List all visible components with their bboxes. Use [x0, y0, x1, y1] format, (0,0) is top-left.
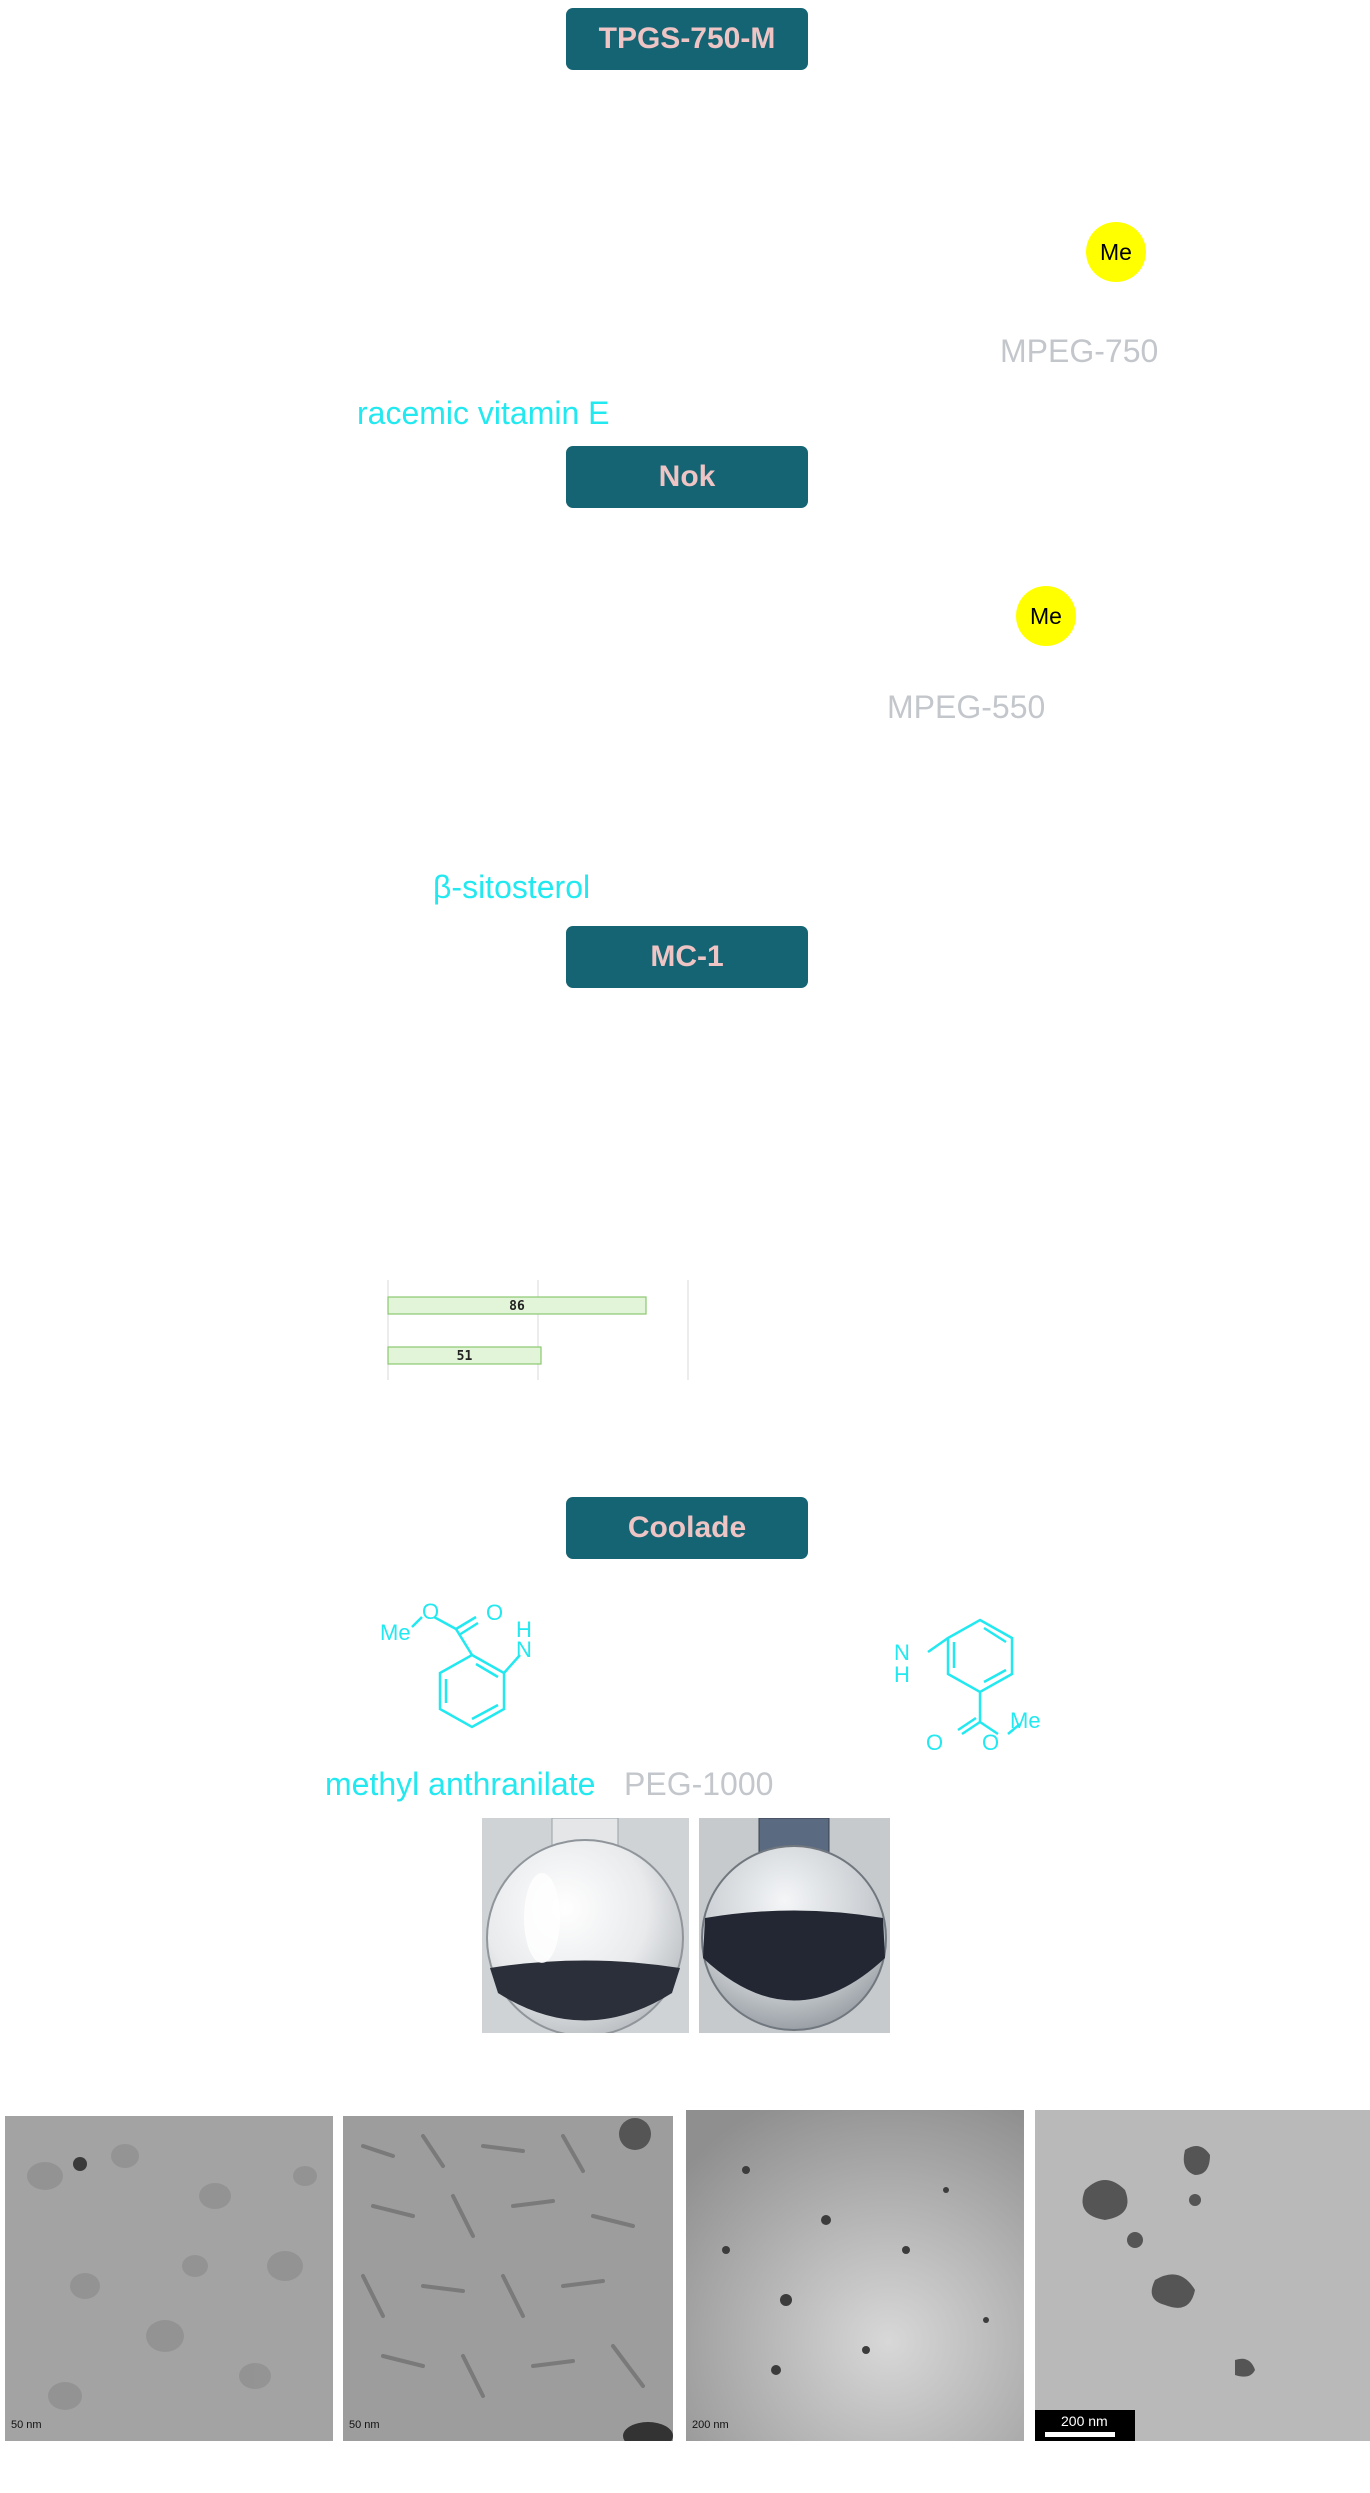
atom-me: Me	[380, 1620, 411, 1645]
atom-me: Me	[1010, 1708, 1041, 1733]
atom-h: H	[516, 1617, 532, 1642]
atom-o: O	[422, 1599, 439, 1624]
atom-n: N	[516, 1637, 532, 1662]
flask-illustration	[482, 1818, 689, 2033]
tem-image-3: 200 nm	[686, 2110, 1024, 2441]
tem-texture	[5, 2116, 333, 2441]
tem-texture	[686, 2110, 1024, 2441]
methyl-dot: Me	[1016, 586, 1076, 646]
atom-o: O	[486, 1600, 503, 1625]
banner-tpgs: TPGS-750-M	[566, 8, 808, 70]
chart-bar	[387, 1296, 647, 1315]
tem-image-2: 50 nm	[343, 2116, 673, 2441]
atom-h: H	[894, 1662, 910, 1687]
tem-texture	[1035, 2110, 1370, 2441]
scalebar-line	[1045, 2432, 1115, 2437]
mpeg550-label: MPEG-550	[887, 689, 1046, 725]
tem-scalebar-3: 200 nm	[692, 2419, 729, 2431]
banner-nok: Nok	[566, 446, 808, 508]
atom-n: N	[894, 1640, 910, 1665]
atom-o: O	[982, 1730, 999, 1755]
flask-photo-left	[482, 1818, 689, 2033]
flask-photo-right	[699, 1818, 890, 2033]
chart-bar	[387, 1346, 542, 1365]
mc1-bar-chart: 86 51	[387, 1280, 689, 1380]
tem-scalebar-2: 50 nm	[349, 2419, 380, 2431]
tem-texture	[343, 2116, 673, 2441]
methyl-dot: Me	[1086, 222, 1146, 282]
methyl-anthranilate-label: methyl anthranilate	[325, 1766, 596, 1802]
chart-bar-label: 86	[509, 1299, 525, 1314]
racemic-vitamin-e-label: racemic vitamin E	[357, 395, 610, 431]
banner-coolade: Coolade	[566, 1497, 808, 1559]
tem-image-1: 50 nm	[5, 2116, 333, 2441]
peg1000-label: PEG-1000	[624, 1766, 774, 1802]
beta-sitosterol-label: β-sitosterol	[433, 869, 591, 905]
tem-scalebar-4: 200 nm	[1061, 2413, 1108, 2429]
mpeg750-label: MPEG-750	[1000, 333, 1159, 369]
tem-scalebar-1: 50 nm	[11, 2419, 42, 2431]
methyl-anthranilate-structure-left: Me O O H N	[380, 1599, 532, 1729]
chart-bar-label: 51	[457, 1349, 473, 1364]
banner-mc1: MC-1	[566, 926, 808, 988]
atom-o: O	[926, 1730, 943, 1755]
methyl-anthranilate-structure-right: N H O O Me	[894, 1618, 1041, 1755]
flask-illustration	[699, 1818, 890, 2033]
tem-image-4: 200 nm	[1035, 2110, 1370, 2441]
